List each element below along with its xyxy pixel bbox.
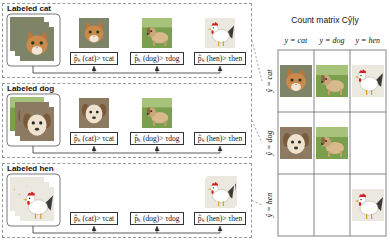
feed-arrows — [33, 226, 220, 233]
matrix-title: Count matrix Cŷ|y — [262, 15, 388, 26]
selected-images — [79, 98, 172, 128]
threshold-box: p̂ₖ (cat)> τcat — [70, 212, 118, 225]
threshold-formula: p̂ₖ (hen)> τhen — [198, 54, 242, 63]
matrix-grid — [278, 50, 386, 236]
threshold-box: p̂ₖ (hen)> τhen — [194, 132, 246, 145]
threshold-box: p̂ₖ (dog)> τdog — [130, 52, 183, 65]
panel-heading: Labeled dog — [7, 84, 251, 94]
threshold-formula: p̂ₖ (dog)> τdog — [134, 134, 179, 143]
feed-arrows — [33, 66, 220, 73]
panel-heading: Labeled hen — [7, 164, 251, 174]
threshold-box: p̂ₖ (dog)> τdog — [130, 132, 183, 145]
row-label: ŷ = cat — [265, 70, 275, 93]
threshold-formula: p̂ₖ (dog)> τdog — [134, 214, 179, 223]
selected-images — [79, 18, 235, 48]
class-panel: Labeled cat p̂ₖ (cat)> τcat p̂ₖ (dog)> τdo… — [2, 3, 252, 78]
zoom-connector — [252, 201, 262, 206]
column-label: y = dog — [320, 36, 345, 46]
threshold-formula: p̂ₖ (cat)> τcat — [74, 214, 114, 223]
matrix-images — [280, 65, 384, 221]
threshold-box: p̂ₖ (hen)> τhen — [194, 52, 246, 65]
row-label: ŷ = hen — [265, 193, 275, 218]
selected-images — [205, 176, 237, 208]
threshold-box: p̂ₖ (cat)> τcat — [70, 132, 118, 145]
image-stack — [7, 174, 60, 226]
image-stack — [7, 14, 60, 66]
panel-heading: Labeled cat — [7, 4, 251, 14]
threshold-box: p̂ₖ (hen)> τhen — [194, 212, 246, 225]
column-label: y = cat — [285, 36, 308, 46]
threshold-formula: p̂ₖ (cat)> τcat — [74, 54, 114, 63]
threshold-formula: p̂ₖ (dog)> τdog — [134, 54, 179, 63]
image-stack — [7, 94, 60, 146]
threshold-formula: p̂ₖ (hen)> τhen — [198, 214, 242, 223]
threshold-box: p̂ₖ (dog)> τdog — [130, 212, 183, 225]
feed-arrows — [33, 146, 220, 153]
threshold-formula: p̂ₖ (hen)> τhen — [198, 134, 242, 143]
column-label: y = hen — [356, 36, 381, 46]
zoom-connector — [252, 121, 262, 144]
threshold-box: p̂ₖ (cat)> τcat — [70, 52, 118, 65]
class-panel: Labeled hen p̂ₖ (cat)> τcat p̂ₖ (dog)> τdo… — [2, 163, 252, 238]
zoom-connector — [252, 41, 262, 82]
class-panel: Labeled dog p̂ₖ (cat)> τcat p̂ₖ (dog)> τdo… — [2, 83, 252, 158]
threshold-formula: p̂ₖ (cat)> τcat — [74, 134, 114, 143]
row-label: ŷ = dog — [265, 131, 275, 156]
